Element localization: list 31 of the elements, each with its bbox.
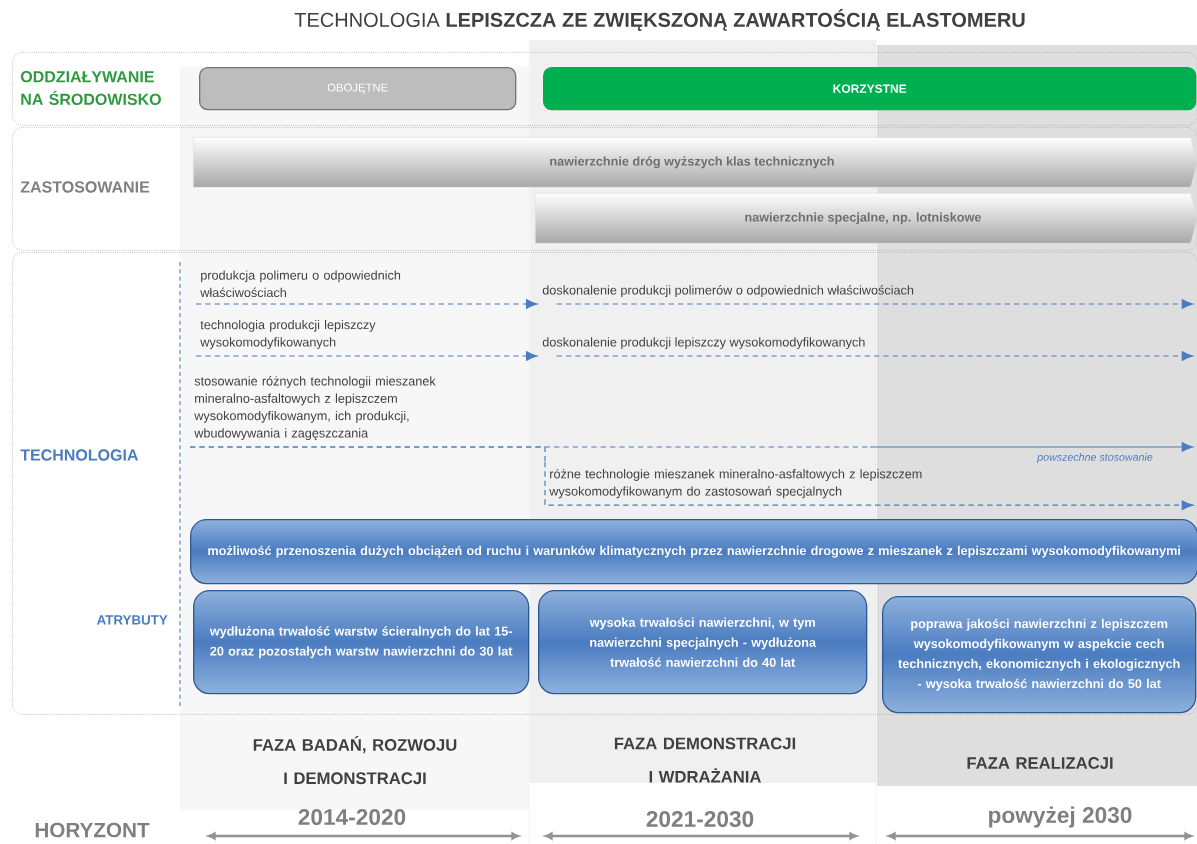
title: TECHNOLOGIA LEPISZCZA ZE ZWIĘKSZONĄ ZAWARTOŚCIĄ ELASTOMERU bbox=[294, 9, 1025, 31]
arrow bbox=[195, 351, 538, 361]
horizon-label: HORYZONT bbox=[35, 822, 150, 838]
row-heading: ODDZIAŁYWANIE NA ŚRODOWISKO bbox=[20, 71, 161, 105]
year-label: 2014-2020 bbox=[298, 809, 406, 826]
row-heading: ATRYBUTY bbox=[96, 615, 168, 625]
phase-label: FAZA DEMONSTRACJI I WDRAŻANIA bbox=[614, 737, 796, 783]
activity-text: doskonalenie produkcji polimerów o odpowiednich właściwościach bbox=[542, 285, 914, 298]
rating-bar: KORZYSTNE bbox=[543, 67, 1197, 111]
activity-text: różne technologie mieszanek mineralno-asfaltowych z lepiszczem wysokomodyfikowanym do zastosowań specjalnych bbox=[549, 468, 922, 499]
year-label: powyżej 2030 bbox=[989, 806, 1132, 828]
phase-label: FAZA REALIZACJI bbox=[967, 757, 1113, 769]
arrow bbox=[544, 461, 1194, 511]
arrow-band: nawierzchnie dróg wyższych klas technicznych bbox=[193, 137, 1197, 188]
phase-label: FAZA BADAŃ, ROZWOJU I DEMONSTRACJI bbox=[253, 735, 457, 785]
activity-text: produkcja polimeru o odpowiednich właściwościach bbox=[200, 270, 401, 298]
rating-bar: OBOJĘTNE bbox=[199, 67, 517, 111]
arrow bbox=[556, 299, 1194, 309]
arrow-band: nawierzchnie specjalne, np. lotniskowe bbox=[535, 193, 1197, 244]
arrow bbox=[556, 351, 1194, 361]
attribute-box: wysoka trwałości nawierzchni, w tym nawierzchni specjalnych - wydłużona trwałość nawierzchni do 40 lat bbox=[538, 590, 868, 695]
activity-text: technologia produkcji lepiszczy wysokomodyfikowanych bbox=[200, 319, 376, 350]
year-label: 2021-2030 bbox=[646, 810, 754, 828]
attribute-box: poprawa jakości nawierzchni z lepiszczem wysokomodyfikowanym w aspekcie cech technicznych, ekonomicznych i ekologicznych - wysoka trwałość nawierzchni do 50 lat bbox=[882, 596, 1197, 714]
activity-text: stosowanie różnych technologii mieszanek mineralno-asfaltowych z lepiszczem wysokomodyfikowanym, ich produkcji, wbudowywania i zagęszczania bbox=[194, 376, 436, 441]
row-heading: ZASTOSOWANIE bbox=[20, 181, 150, 193]
attribute-box: wydłużona trwałość warstw ścieralnych do lat 15-20 oraz pozostałych warstw nawierzchni do 30 lat bbox=[193, 590, 530, 695]
attribute-box: możliwość przenoszenia dużych obciążeń od ruchu i warunków klimatycznych przez nawierzchnie drogowe z mieszanek z lepiszczami wysokomodyfikowanymi bbox=[190, 519, 1197, 585]
row-heading: TECHNOLOGIA bbox=[20, 449, 139, 461]
activity-text: doskonalenie produkcji lepiszczy wysokomodyfikowanych bbox=[542, 337, 865, 350]
arrow bbox=[195, 299, 538, 309]
